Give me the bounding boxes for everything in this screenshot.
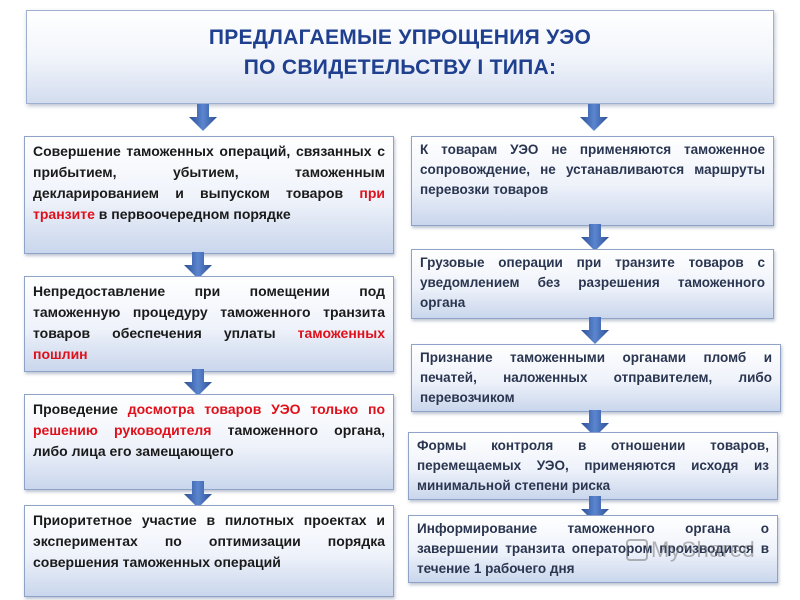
down-arrow-icon — [183, 369, 213, 397]
right-box-1: К товарам УЭО не применяются таможенное … — [411, 136, 774, 226]
title-line-1: ПРЕДЛАГАЕМЫЕ УПРОЩЕНИЯ УЭО — [208, 26, 592, 49]
left-box-3-text-after: таможенного органа, либо лица его замеща… — [33, 422, 385, 459]
left-box-4-text: Приоритетное участие в пилотных проектах… — [33, 512, 385, 570]
left-box-1: Совершение таможенных операций, связанны… — [24, 136, 394, 254]
left-box-2-highlight: таможенных пошлин — [33, 325, 385, 362]
down-arrow-icon — [580, 410, 610, 438]
down-arrow-icon — [183, 481, 213, 509]
left-box-2: Непредоставление при помещении под тамож… — [24, 276, 394, 372]
right-box-5-text: Информирование таможенного органа о заве… — [417, 521, 769, 576]
down-arrow-icon — [188, 104, 218, 132]
right-box-5: Информирование таможенного органа о заве… — [408, 515, 778, 583]
left-box-4: Приоритетное участие в пилотных проектах… — [24, 505, 394, 597]
down-arrow-icon — [580, 224, 610, 252]
left-box-1-text-after: в первоочередном порядке — [94, 206, 291, 222]
right-box-1-text: К товарам УЭО не применяются таможенное … — [420, 142, 765, 197]
right-box-4: Формы контроля в отношении товаров, пере… — [408, 432, 778, 500]
right-box-2-text: Грузовые операции при транзите товаров с… — [420, 255, 765, 310]
left-box-3: Проведение досмотра товаров УЭО только п… — [24, 394, 394, 490]
watermark-text: MyShared — [651, 537, 756, 562]
right-box-3-text: Признание таможенными органами пломб и п… — [420, 350, 772, 405]
right-box-4-text: Формы контроля в отношении товаров, пере… — [417, 438, 769, 493]
right-box-2: Грузовые операции при транзите товаров с… — [411, 249, 774, 319]
left-box-3-text: Проведение — [33, 401, 128, 417]
watermark: MyShared — [626, 537, 755, 563]
left-box-1-text: Совершение таможенных операций, связанны… — [33, 143, 385, 201]
title-box: ПРЕДЛАГАЕМЫЕ УПРОЩЕНИЯ УЭО ПО СВИДЕТЕЛЬС… — [26, 10, 774, 104]
watermark-logo-icon — [626, 539, 648, 561]
left-box-3-highlight: досмотра товаров УЭО только по решению р… — [33, 401, 385, 438]
left-box-2-text: Непредоставление при помещении под тамож… — [33, 283, 385, 341]
title-line-2: ПО СВИДЕТЕЛЬСТВУ I ТИПА: — [243, 56, 557, 79]
down-arrow-icon — [580, 317, 610, 345]
right-box-3: Признание таможенными органами пломб и п… — [411, 344, 781, 412]
left-box-1-highlight: при транзите — [33, 185, 385, 222]
down-arrow-icon — [579, 104, 609, 132]
down-arrow-icon — [580, 496, 610, 524]
down-arrow-icon — [183, 252, 213, 280]
